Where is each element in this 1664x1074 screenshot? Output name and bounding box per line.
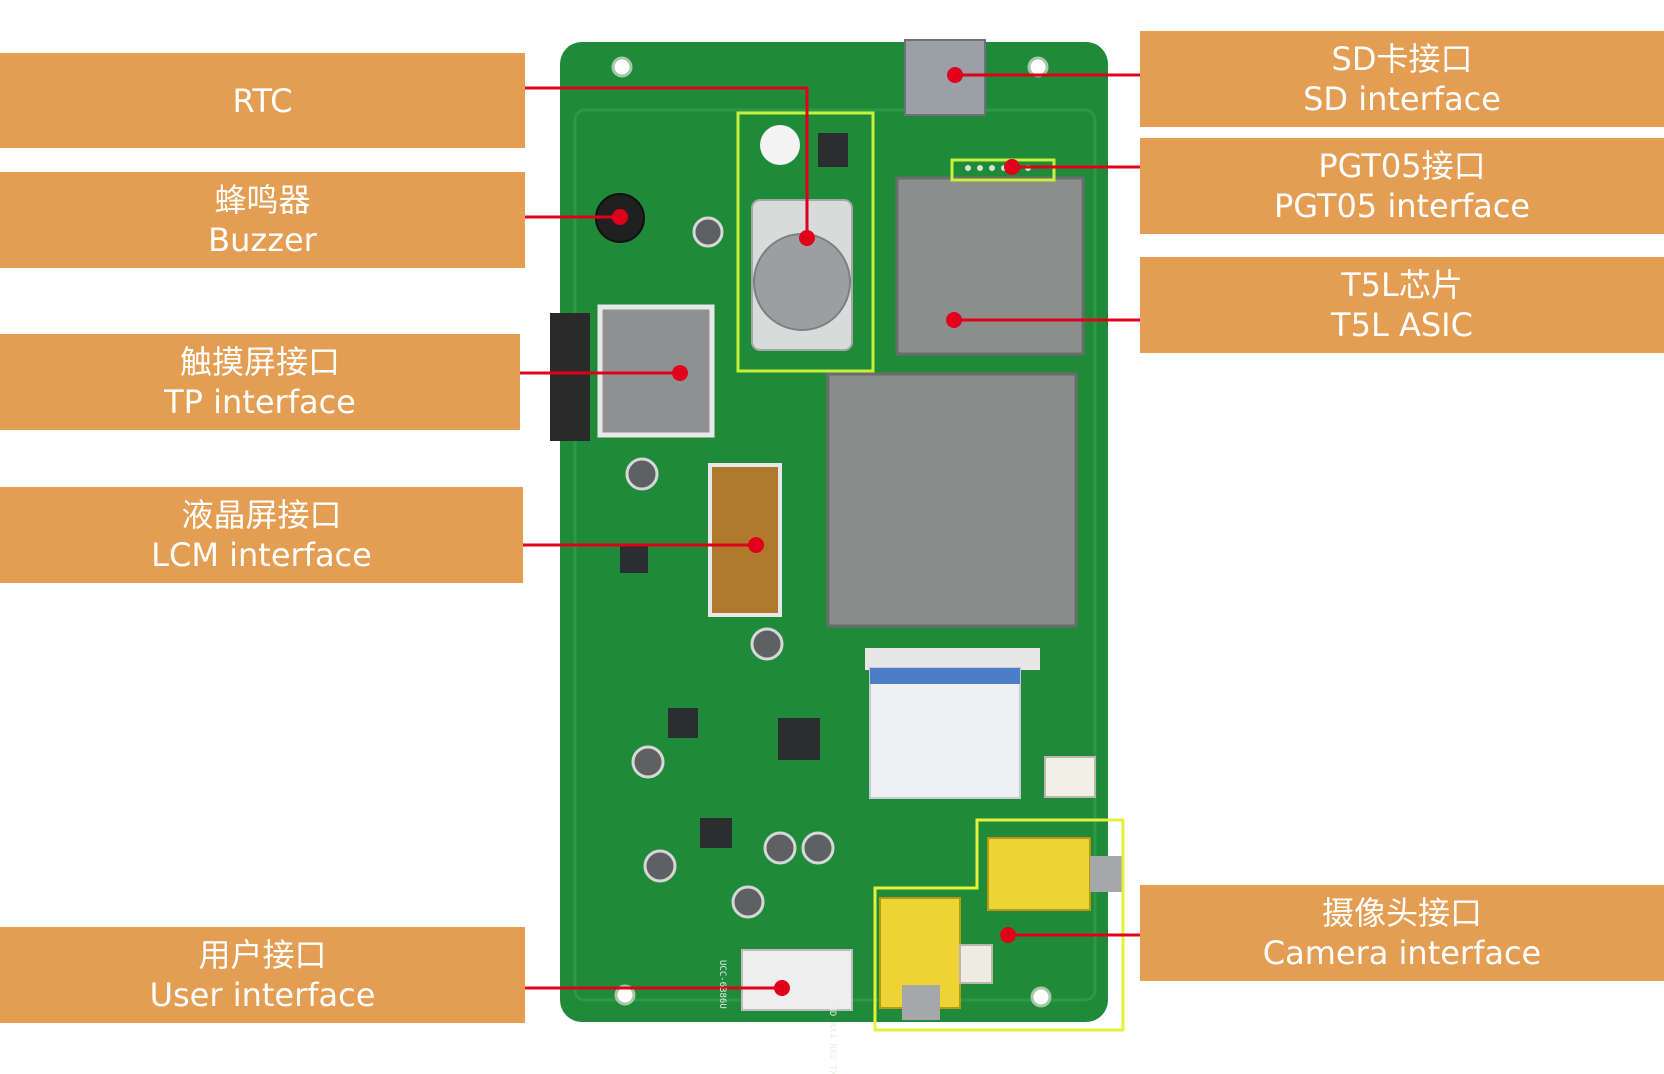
- coin-cell-battery: [753, 233, 851, 331]
- callout-sd-en: SD interface: [1303, 80, 1501, 118]
- callout-rtc: RTC: [0, 53, 525, 148]
- pgt05-highlight-box: [950, 158, 1056, 182]
- rtc-dot: [799, 230, 815, 246]
- sd-dot: [947, 67, 963, 83]
- main-shield-can: [826, 372, 1078, 628]
- ic-chips: [620, 133, 848, 848]
- uart-pin-silkscreen: GND RX4 RX2 TX4 TX2 VCC: [827, 1000, 837, 1074]
- user-uart-connector: [741, 949, 853, 1011]
- callout-camera-cn: 摄像头接口: [1321, 894, 1482, 932]
- lcm-dot: [748, 537, 764, 553]
- callout-sd: SD卡接口 SD interface: [1140, 31, 1664, 127]
- callout-user-en: User interface: [149, 976, 376, 1014]
- connector-code-silkscreen: UCC-6386U: [717, 960, 727, 1009]
- tp-fpc-connector: [597, 304, 715, 438]
- capacitors: [625, 216, 835, 919]
- callout-t5l-en: T5L ASIC: [1331, 306, 1473, 344]
- tp-flex-cable: [550, 313, 590, 441]
- callout-pgt05-en: PGT05 interface: [1273, 187, 1531, 225]
- buzzer-dot: [612, 209, 628, 225]
- camera-jack-2-barrel: [902, 985, 940, 1020]
- callout-lcm: 液晶屏接口 LCM interface: [0, 487, 523, 583]
- callout-sd-cn: SD卡接口: [1331, 40, 1473, 78]
- t5l-dot: [946, 312, 962, 328]
- tp-dot: [672, 365, 688, 381]
- camera-highlight-box: [873, 818, 1125, 1032]
- callout-lcm-cn: 液晶屏接口: [181, 496, 342, 534]
- callout-tp-en: TP interface: [164, 383, 356, 421]
- leader-lines: [520, 73, 1140, 990]
- callout-rtc-text: RTC: [232, 81, 293, 120]
- callout-buzzer: 蜂鸣器 Buzzer: [0, 172, 525, 268]
- callout-t5l: T5L芯片 T5L ASIC: [1140, 257, 1664, 353]
- rtc-leader: [525, 86, 809, 238]
- callout-camera: 摄像头接口 Camera interface: [1140, 885, 1664, 981]
- ribbon-blue-stripe: [870, 668, 1020, 684]
- callout-tp: 触摸屏接口 TP interface: [0, 334, 520, 430]
- callout-pgt05: PGT05接口 PGT05 interface: [1140, 138, 1664, 234]
- camera-dot: [1000, 927, 1016, 943]
- leader-dots: [612, 67, 1020, 996]
- callout-user: 用户接口 User interface: [0, 927, 525, 1023]
- callout-pgt05-cn: PGT05接口: [1318, 147, 1486, 185]
- mounting-holes: [611, 56, 1052, 1008]
- t5l-shield-can: [895, 176, 1085, 356]
- white-sticker: [760, 125, 800, 165]
- callout-tp-cn: 触摸屏接口: [179, 343, 340, 381]
- flat-ribbon-cable: [869, 667, 1021, 799]
- camera-small-connector: [959, 944, 993, 984]
- sd-card-slot: [904, 39, 986, 116]
- ribbon-connector: [865, 648, 1040, 670]
- callout-buzzer-en: Buzzer: [208, 221, 317, 259]
- lcm-fpc-connector: [708, 463, 782, 617]
- callout-user-cn: 用户接口: [198, 936, 327, 974]
- callout-buzzer-cn: 蜂鸣器: [214, 181, 311, 219]
- callout-lcm-en: LCM interface: [151, 536, 372, 574]
- callout-t5l-cn: T5L芯片: [1341, 266, 1463, 304]
- camera-rca-jack-1: [987, 837, 1091, 911]
- user-dot: [774, 980, 790, 996]
- callout-camera-en: Camera interface: [1262, 934, 1542, 972]
- camera-jack-1-barrel: [1090, 856, 1124, 892]
- pgt05-dot: [1004, 159, 1020, 175]
- power-connector: [1044, 756, 1096, 798]
